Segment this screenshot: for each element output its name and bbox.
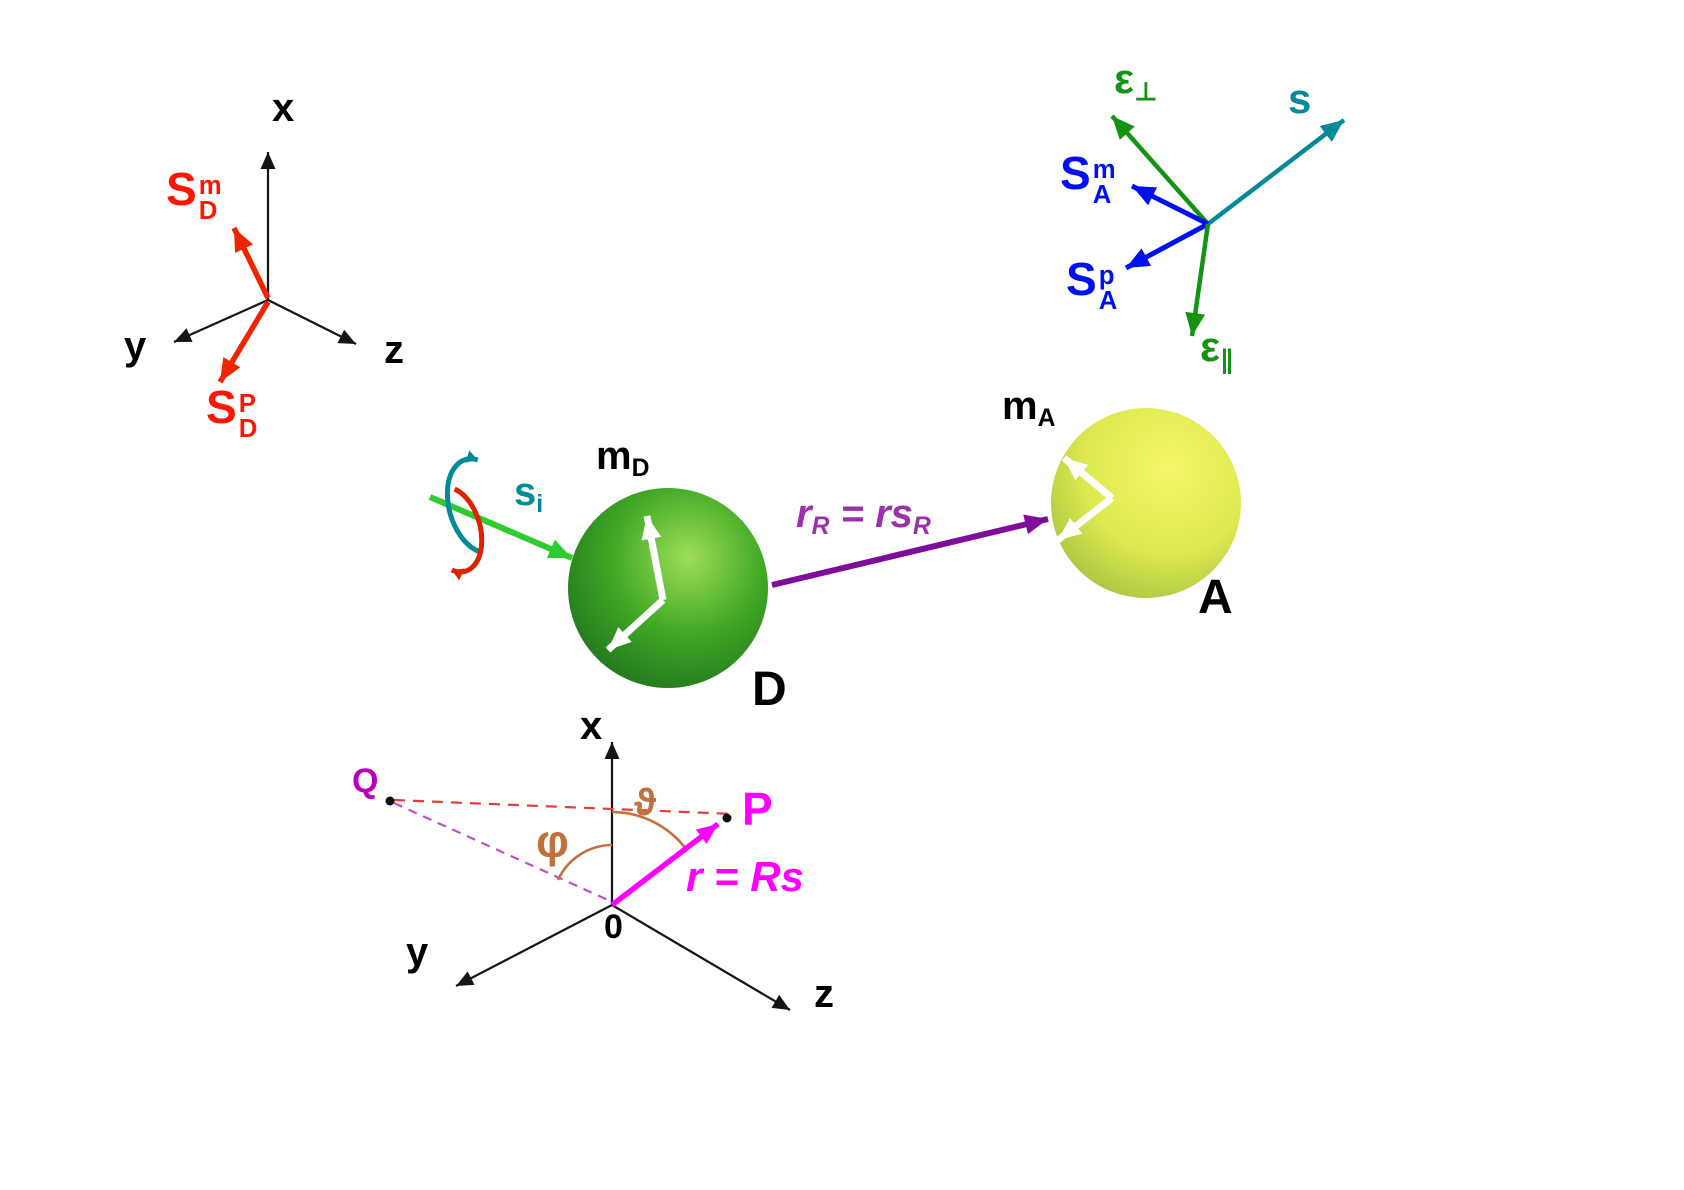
label-sub: A <box>1037 404 1056 432</box>
donor-dipole-arrow-down <box>605 597 666 653</box>
eps-par-arrow <box>1185 223 1211 337</box>
phi-angle-label: φ <box>536 815 569 867</box>
label-sub: D <box>631 454 650 482</box>
label-sub: D <box>198 196 218 225</box>
label-sub: R <box>912 512 931 540</box>
axis-z-label-bottom: z <box>814 972 834 1016</box>
label-sup: P <box>238 390 256 419</box>
axis-z-label-top-left: z <box>384 328 404 372</box>
label-sub: ∥ <box>1219 344 1233 375</box>
eps-perp-label: ε⊥ <box>1114 55 1158 107</box>
donor-dipole-arrow-up <box>641 515 667 601</box>
label-base: S <box>206 381 237 433</box>
acceptor-sphere-label: A <box>1198 571 1233 624</box>
acceptor-sphere <box>1051 408 1241 598</box>
acceptor-spin-m-arrow <box>1130 183 1210 227</box>
donor-spin-m-arrow <box>231 226 271 300</box>
top-right-vectors <box>1110 114 1346 337</box>
label-sub: i <box>536 490 544 518</box>
label-sup: p <box>1098 262 1115 291</box>
sep-equals: = <box>829 492 876 536</box>
eps-par-label: ε∥ <box>1200 323 1233 375</box>
label-sub: ⊥ <box>1133 76 1158 107</box>
donor-spin-p-arrow <box>217 300 271 384</box>
photon-ring-teal <box>444 450 482 555</box>
top-left-axes <box>173 152 357 384</box>
label-sub: A <box>1098 286 1118 315</box>
axis-z-line-bottom <box>611 904 791 1011</box>
label-base: S <box>1066 253 1097 305</box>
incident-photon-label: si <box>514 472 543 518</box>
label-base: r <box>796 492 812 536</box>
separation-arrow <box>771 514 1049 588</box>
theta-angle-arc <box>611 810 688 850</box>
axis-y-label-top-left: y <box>124 324 147 368</box>
label-base: s <box>514 470 537 514</box>
label-base: m <box>1002 384 1038 428</box>
sep-lhs: rR <box>796 492 830 539</box>
label-sup: m <box>198 172 222 201</box>
label-sub: A <box>1092 180 1112 209</box>
acceptor-spin-p-arrow <box>1124 221 1210 271</box>
s-propagation-label: s <box>1288 75 1312 122</box>
label-sup: m <box>1092 156 1116 185</box>
label-base: S <box>166 163 197 215</box>
q-to-origin-dashed-line <box>393 801 609 902</box>
label-r: r <box>875 492 891 536</box>
phi-angle-arc <box>556 843 613 881</box>
point-p-dot <box>722 813 732 823</box>
acceptor-dipole-arrow-down <box>1055 495 1115 543</box>
donor-mass-label: mD <box>596 436 650 482</box>
acceptor-mass-label: mA <box>1002 386 1056 432</box>
point-q-dot <box>385 796 395 806</box>
photon-ring-red <box>450 486 485 581</box>
r-vector-label: r = Rs <box>686 853 804 900</box>
photon-ring-teal-arc <box>444 450 482 555</box>
incident-photon-arrow <box>428 494 574 561</box>
separation-vector-label: rR = rsR <box>796 494 931 540</box>
photon-ring-red-arc <box>450 486 485 581</box>
axis-y-label-bottom: y <box>406 930 429 974</box>
donor-sphere-label: D <box>752 663 787 716</box>
bottom-axes <box>455 742 791 1011</box>
q-to-p-dashed-line <box>393 798 735 816</box>
r-vector-arrow <box>610 821 720 908</box>
point-p-label: P <box>742 783 773 835</box>
label-sub: R <box>811 512 830 540</box>
axis-x-label-bottom: x <box>580 704 603 748</box>
label-sub: D <box>238 414 258 443</box>
axis-y-line-top-left <box>173 298 269 344</box>
label-s: s <box>890 492 913 536</box>
label-base: ε <box>1114 55 1134 102</box>
sep-rhs: rsR <box>875 492 931 539</box>
acceptor-dipole-arrow-up <box>1061 455 1115 501</box>
axis-z-line-top-left <box>267 299 357 345</box>
axis-y-line-bottom <box>455 904 613 987</box>
s-propagation-arrow <box>1206 118 1346 226</box>
label-base: S <box>1060 147 1091 199</box>
donor-sphere <box>568 488 768 688</box>
label-base: ε <box>1200 323 1220 370</box>
theta-angle-label: ϑ <box>634 782 657 824</box>
label-base: m <box>596 434 632 478</box>
eps-perp-arrow <box>1110 114 1210 226</box>
point-q-label: Q <box>352 762 379 800</box>
origin-label: 0 <box>604 908 623 946</box>
axis-x-label-top-left: x <box>272 86 295 130</box>
